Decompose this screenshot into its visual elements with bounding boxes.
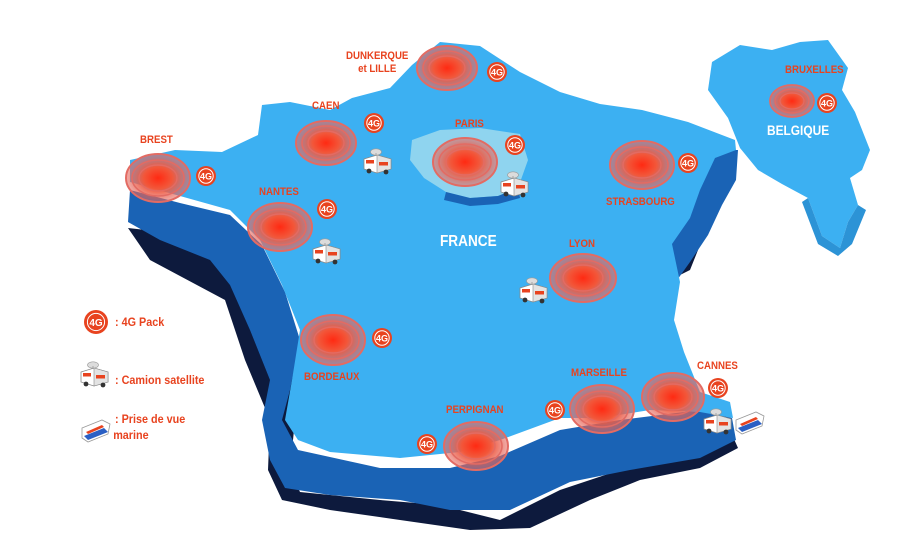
city-label-bruxelles: BRUXELLES: [785, 64, 844, 76]
legend-boat-line2: marine: [113, 428, 149, 442]
satellite-trucks: [80, 148, 732, 435]
coverage-ring-icon-caen: [295, 120, 357, 166]
belgium: [708, 40, 870, 248]
4g-badge-icon: 4G: [505, 135, 525, 155]
badge-text: 4G: [89, 318, 103, 329]
city-label-dunkerque: DUNKERQUE et LILLE: [346, 50, 408, 76]
coverage-ring-icon-paris: [432, 137, 498, 187]
4g-badge-icon: 4G: [678, 153, 698, 173]
city-label-bordeaux: BORDEAUX: [304, 371, 360, 383]
badge-text: 4G: [712, 384, 724, 394]
4g-badge-icon: 4G: [364, 113, 384, 133]
coverage-ring-icon-strasbourg: [609, 140, 675, 190]
coverage-rings: [125, 45, 815, 471]
satellite-truck-icon: [312, 238, 341, 265]
4g-badge-icon: 4G: [84, 310, 108, 334]
paris-region-side: [444, 188, 520, 206]
4g-badges: 4G 4G 4G 4G 4G 4G 4G 4G: [84, 62, 837, 454]
coverage-ring-icon-dunkerque: [416, 45, 478, 91]
city-label-caen: CAEN: [312, 100, 340, 112]
city-label-paris: PARIS: [455, 118, 484, 130]
badge-text: 4G: [682, 159, 694, 169]
badge-text: 4G: [491, 68, 503, 78]
coverage-ring-icon-perpignan: [443, 421, 509, 471]
4g-badge-icon: 4G: [417, 434, 437, 454]
legend-4g-pack: : 4G Pack: [115, 315, 165, 329]
4g-badge-icon: 4G: [317, 199, 337, 219]
coverage-ring-icon-bruxelles: [769, 84, 815, 118]
city-label-brest: BREST: [140, 134, 173, 146]
badge-text: 4G: [321, 205, 333, 215]
city-label-dunkerque-line2: et LILLE: [358, 63, 397, 75]
legend-boat-line1: : Prise de vue: [115, 412, 186, 426]
belgium-side: [802, 198, 866, 256]
boat-icon: [81, 419, 111, 443]
satellite-truck-icon: [703, 408, 732, 435]
coverage-ring-icon-lyon: [549, 253, 617, 303]
city-label-nantes: NANTES: [259, 186, 299, 198]
badge-text: 4G: [509, 141, 521, 151]
badge-text: 4G: [200, 172, 212, 182]
city-label-perpignan: PERPIGNAN: [446, 404, 504, 416]
coverage-ring-icon-bordeaux: [300, 314, 366, 366]
coverage-ring-icon-nantes: [247, 202, 313, 252]
city-label-strasbourg: STRASBOURG: [606, 196, 675, 208]
boats: [81, 411, 765, 443]
badge-text: 4G: [421, 440, 433, 450]
satellite-truck-icon: [519, 277, 548, 304]
satellite-truck-icon: [80, 361, 109, 388]
4g-badge-icon: 4G: [545, 400, 565, 420]
city-label-marseille: MARSEILLE: [571, 367, 627, 379]
satellite-truck-icon: [363, 148, 392, 175]
badge-text: 4G: [549, 406, 561, 416]
city-label-cannes: CANNES: [697, 360, 738, 372]
city-label-lyon: LYON: [569, 238, 596, 250]
badge-text: 4G: [376, 334, 388, 344]
4g-badge-icon: 4G: [817, 93, 837, 113]
country-label-france: FRANCE: [440, 233, 497, 250]
coverage-ring-icon-marseille: [569, 384, 635, 434]
4g-badge-icon: 4G: [196, 166, 216, 186]
badge-text: 4G: [821, 99, 833, 109]
legend-boat: : Prise de vue marine: [113, 411, 186, 443]
4g-badge-icon: 4G: [372, 328, 392, 348]
france-mainland: [130, 42, 736, 458]
legend-satellite-truck: : Camion satellite: [115, 373, 205, 387]
coverage-ring-icon-brest: [125, 153, 191, 203]
4g-badge-icon: 4G: [487, 62, 507, 82]
coverage-ring-icon-cannes: [641, 372, 705, 422]
city-label-dunkerque-line1: DUNKERQUE: [346, 50, 409, 62]
country-label-belgium: BELGIQUE: [767, 122, 830, 138]
boat-icon: [735, 411, 765, 435]
4g-badge-icon: 4G: [708, 378, 728, 398]
badge-text: 4G: [368, 119, 380, 129]
satellite-truck-icon: [500, 171, 529, 198]
